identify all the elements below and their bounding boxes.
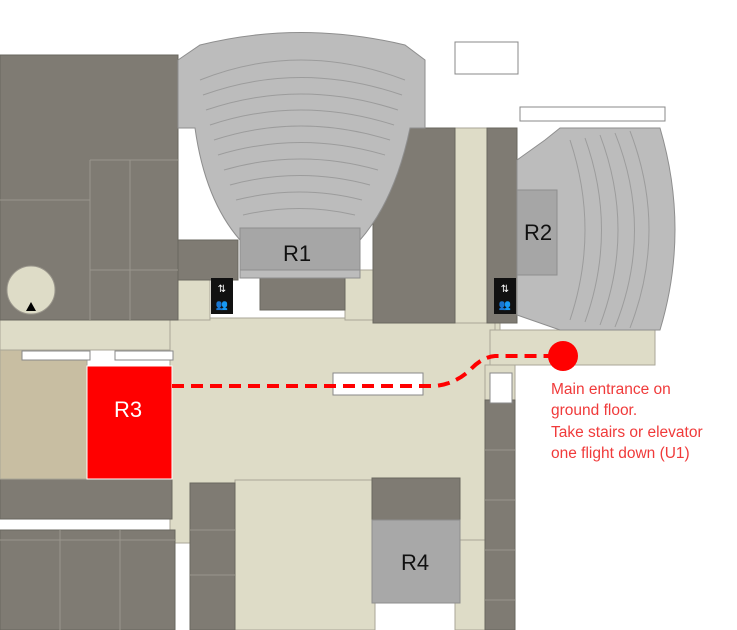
r1-stage: [239, 227, 361, 271]
entrance-marker-icon[interactable]: [548, 341, 578, 371]
elevator-icon: ⇅ 👥: [211, 278, 233, 314]
room-r4[interactable]: R4: [371, 519, 461, 604]
note-line-2: ground floor.: [551, 402, 637, 419]
svg-text:⇅: ⇅: [501, 284, 509, 295]
room-r3-label: R3: [114, 397, 142, 422]
directions-note: Main entrance on ground floor. Take stai…: [551, 381, 703, 462]
corridors: [0, 127, 656, 630]
r1-seating-rows: [199, 59, 406, 216]
elevator-icon: ⇅ 👥: [494, 278, 516, 314]
svg-text:👥: 👥: [499, 300, 511, 311]
note-line-4: one flight down (U1): [551, 445, 690, 462]
room-r2-label: R2: [524, 220, 552, 245]
svg-text:👥: 👥: [216, 300, 228, 311]
note-line-3: Take stairs or elevator: [551, 424, 703, 441]
room-r3[interactable]: R3: [86, 365, 173, 480]
route-path: [172, 354, 550, 388]
spiral-stairs-icon: [6, 265, 56, 315]
stairs-icon: [21, 41, 666, 404]
svg-text:⇅: ⇅: [218, 284, 226, 295]
r2-stage: [516, 189, 558, 276]
room-r2[interactable]: R2: [516, 127, 676, 331]
block-walls: [0, 159, 515, 630]
note-line-1: Main entrance on: [551, 381, 671, 398]
room-r1-label: R1: [283, 241, 311, 266]
r2-seating-rows: [569, 130, 650, 329]
adjacent-room: [0, 349, 88, 480]
room-r1[interactable]: R1: [177, 32, 426, 279]
room-r4-label: R4: [401, 550, 429, 575]
